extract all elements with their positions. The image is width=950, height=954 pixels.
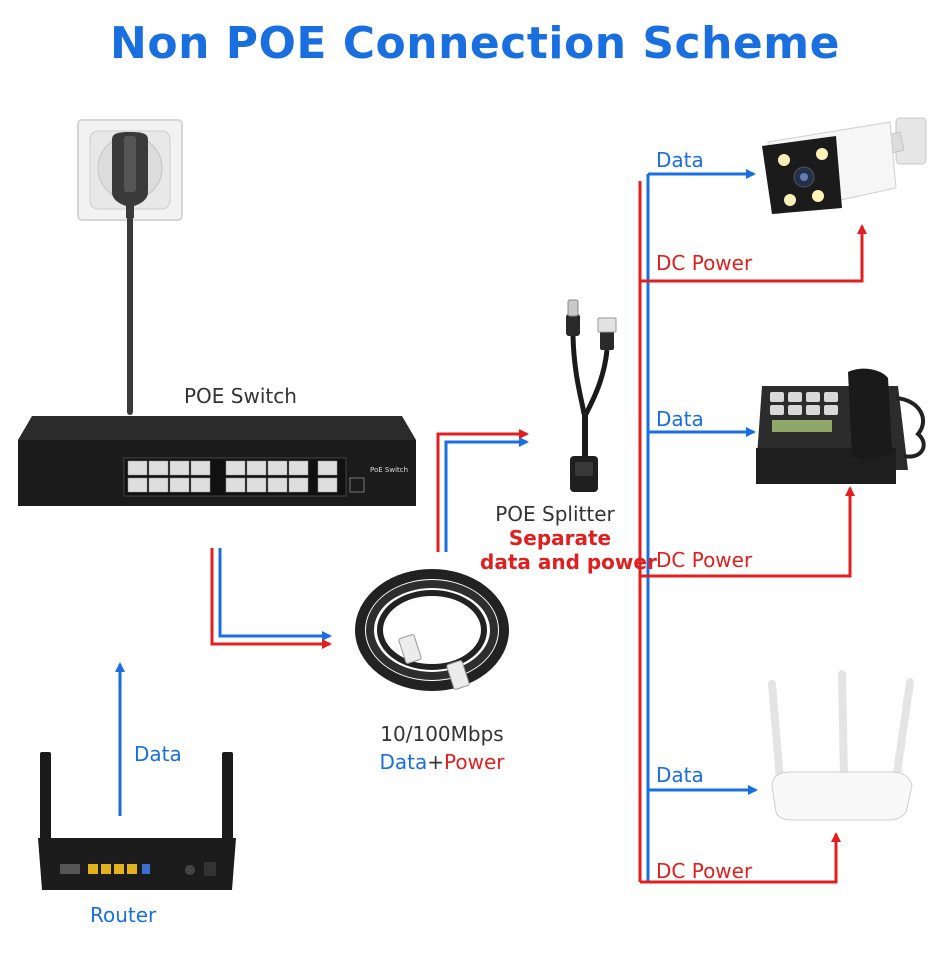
desk-phone-icon [756,368,926,484]
page-title: Non POE Connection Scheme [110,18,840,69]
modem-router-icon [38,752,236,890]
phone-data-label: Data [656,407,704,431]
cable-plus-text: + [427,750,445,774]
power-plug-icon [112,132,148,218]
cable-speed-label: 10/100Mbps [380,722,504,746]
router-label: Router [90,903,157,927]
poe-splitter-icon [566,299,617,492]
camera-data-label: Data [656,148,704,172]
poe-splitter-label: POE Splitter [495,502,615,526]
ethernet-cable-coil-icon [355,569,509,691]
poe-switch-label: POE Switch [184,384,297,408]
ap-data-label: Data [656,763,704,787]
camera-power-line [640,224,867,283]
phone-power-line [640,486,855,578]
wifi-router-icon [768,670,914,821]
cable-data-power-label: Data+Power [362,750,522,774]
cable-to-splitter-power-line [436,429,529,552]
ap-power-line [640,832,841,884]
router-data-label: Data [134,742,182,766]
cable-power-text: Power [444,750,505,774]
switch-to-cable-power-line [210,548,332,649]
poe-switch-icon [18,416,416,506]
cable-to-splitter-data-line [444,437,529,552]
splitter-note-line2: data and power [480,550,657,574]
camera-power-label: DC Power [656,251,753,275]
splitter-note-line1: Separate [508,526,612,550]
switch-to-cable-data-line [218,548,332,641]
phone-power-label: DC Power [656,548,753,572]
cable-data-text: Data [379,750,428,774]
security-camera-icon [762,117,927,215]
switch-badge-text: PoE Switch [370,466,408,474]
ap-power-label: DC Power [656,859,753,883]
